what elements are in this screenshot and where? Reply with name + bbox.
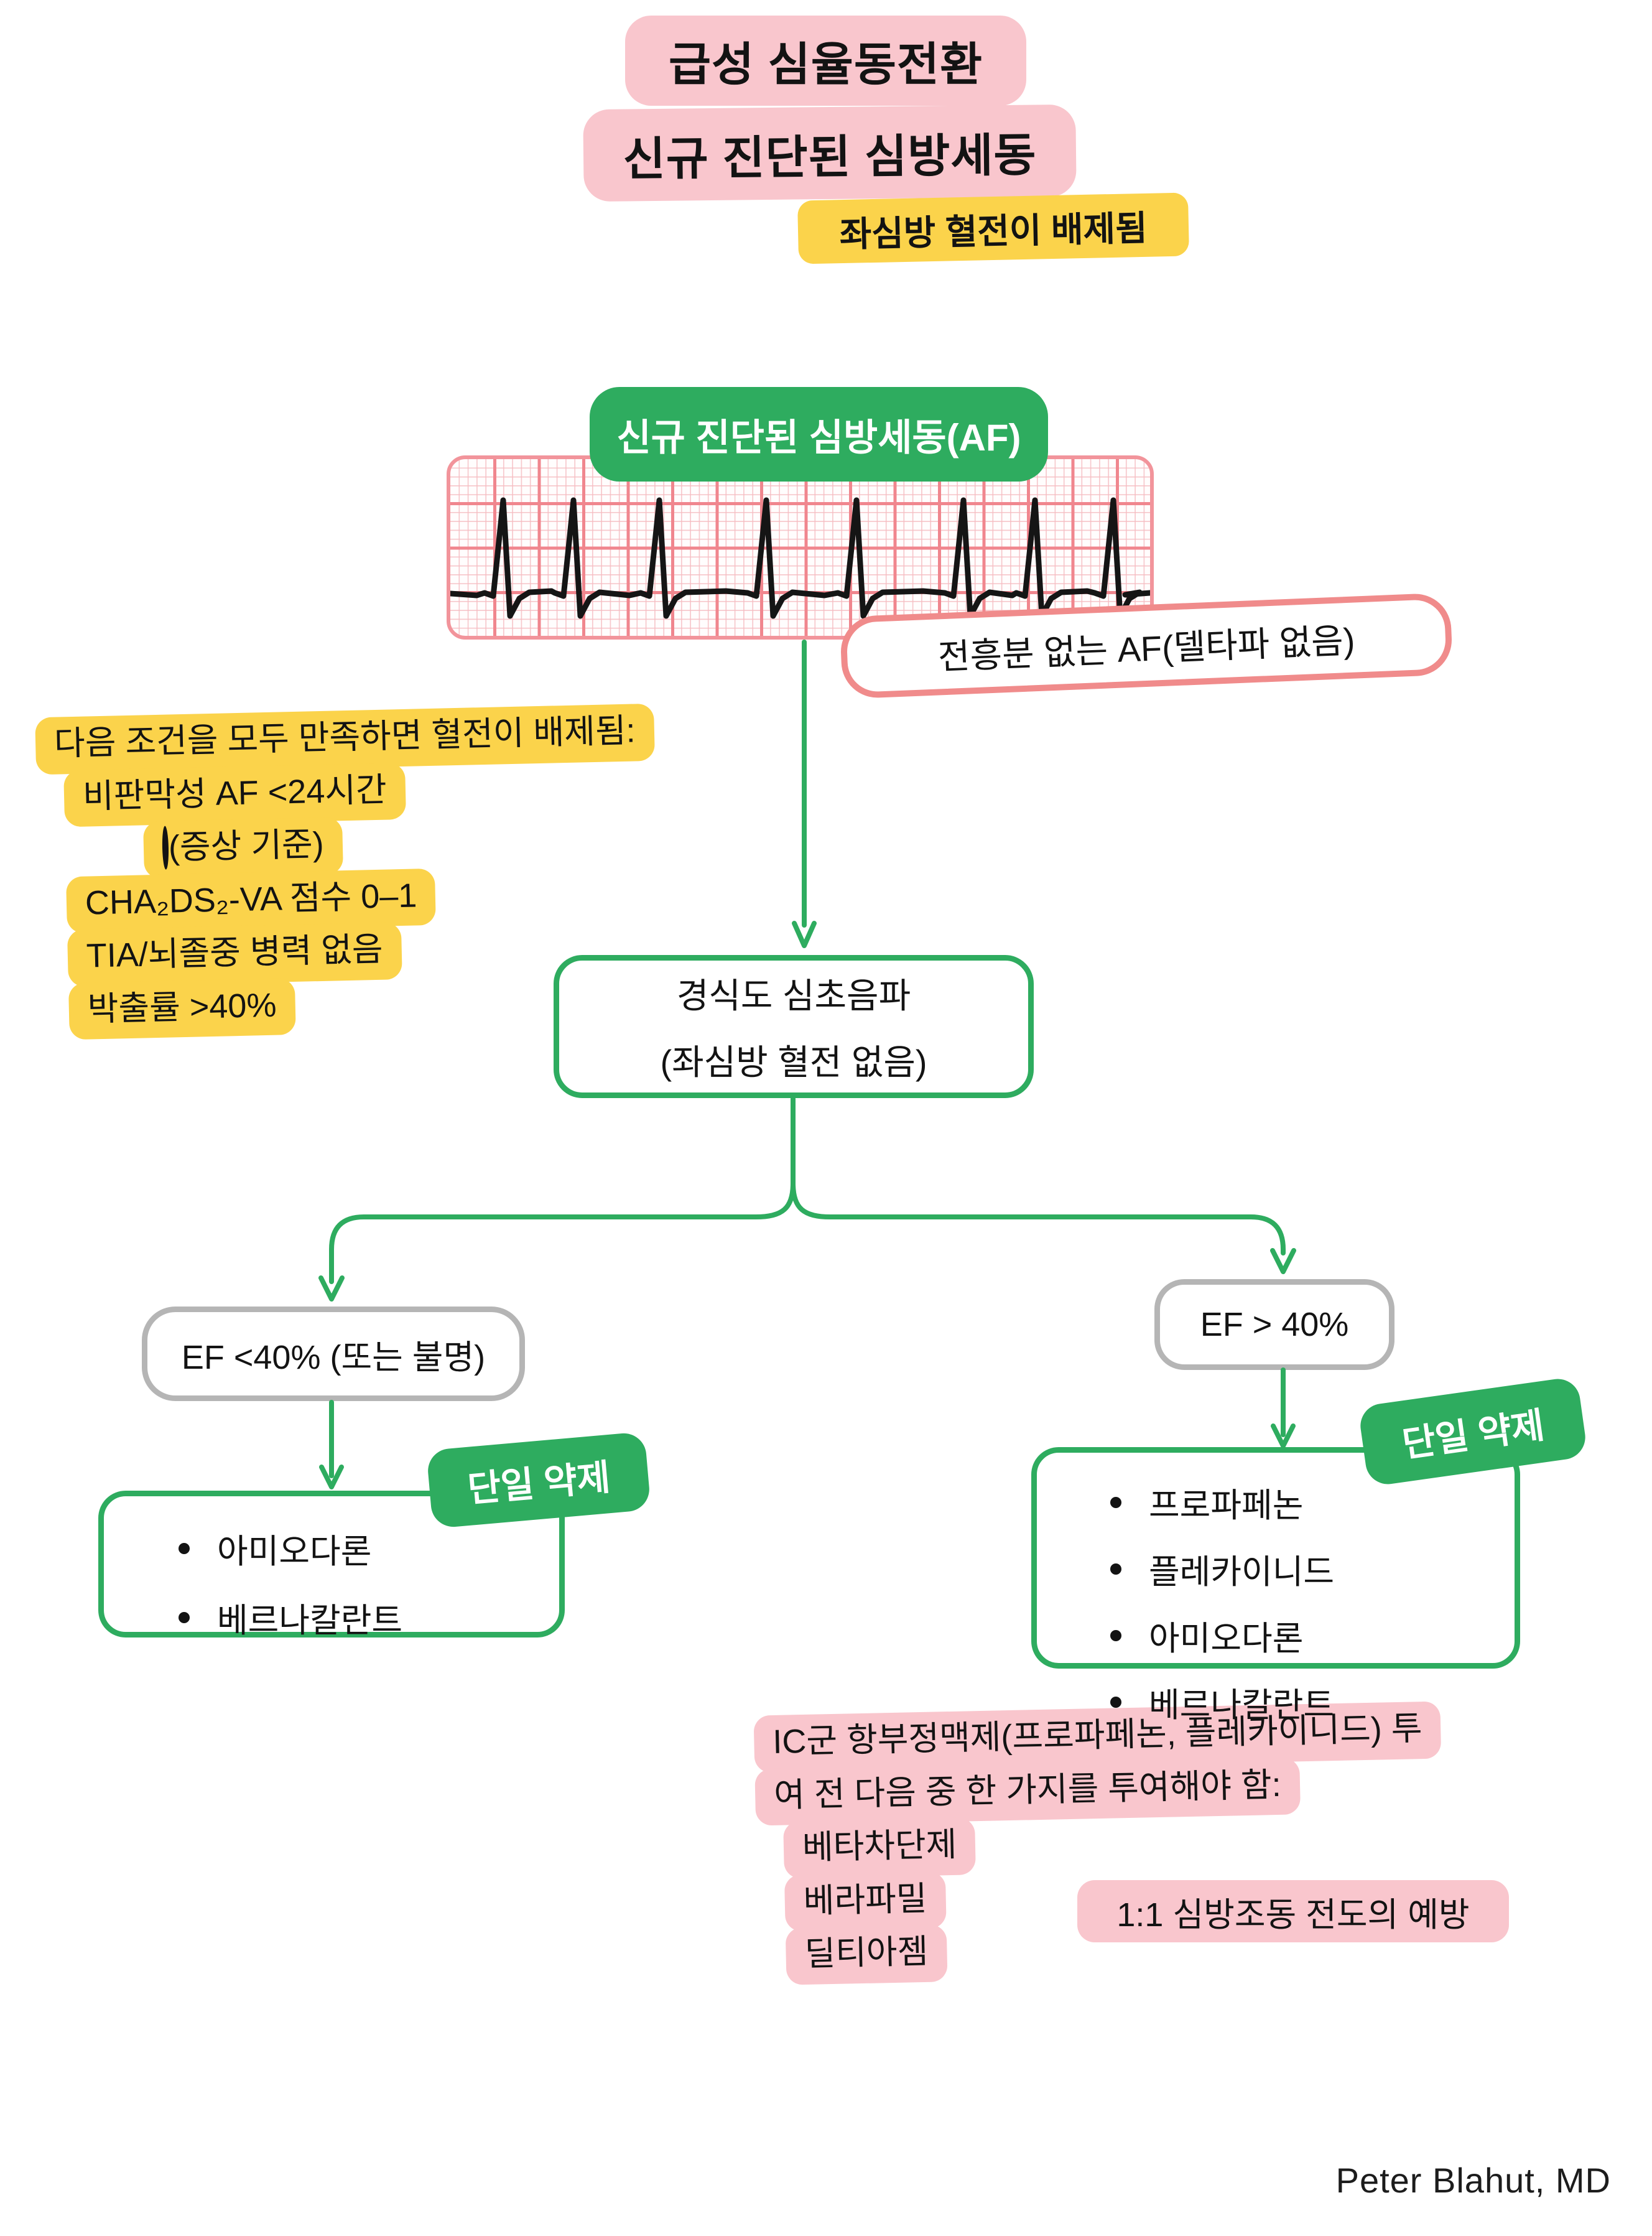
bullet-icon bbox=[179, 1611, 190, 1623]
ic-note-item: 베타차단제 bbox=[783, 1817, 977, 1879]
drug-item: 아미오다론 bbox=[179, 1524, 559, 1573]
drugs-ef-high-box: 프로파페논 플레카이니드 아미오다론 베르나칼란트 bbox=[1031, 1447, 1520, 1724]
bullet-icon bbox=[179, 1542, 190, 1554]
thrombus-excluded-note: 좌심방 혈전이 배제됨 bbox=[797, 192, 1189, 264]
drug-item: 아미오다론 bbox=[1110, 1611, 1515, 1660]
page-subtitle: 신규 진단된 심방세동 bbox=[583, 104, 1077, 202]
single-agent-tag-left: 단일 약제 bbox=[426, 1431, 651, 1529]
ecg-strip bbox=[447, 455, 1154, 640]
ic-antiarrhythmic-note: IC군 항부정맥제(프로파페논, 플레카이니드) 투 여 전 다음 중 한 가지… bbox=[753, 1701, 1446, 1985]
page-title: 급성 심율동전환 bbox=[625, 16, 1026, 106]
connector-af-to-tee bbox=[792, 640, 817, 948]
node-tee: 경식도 심초음파 (좌심방 혈전 없음) bbox=[554, 955, 1034, 1098]
connector-branch-fork bbox=[318, 1096, 1296, 1302]
drug-item: 베르나칼란트 bbox=[1110, 1677, 1515, 1726]
drug-item: 플레카이니드 bbox=[1110, 1544, 1515, 1593]
flutter-prevention-note: 1:1 심방조동 전도의 예방 bbox=[1077, 1880, 1509, 1942]
criteria-item: 박출률 >40% bbox=[68, 977, 296, 1040]
node-ef-low: EF <40% (또는 불명) bbox=[142, 1307, 525, 1401]
criteria-item: TIA/뇌졸중 병력 없음 bbox=[67, 922, 402, 987]
criteria-subitem: (증상 기준) bbox=[143, 817, 343, 878]
ic-note-line2: 여 전 다음 중 한 가지를 투여해야 함: bbox=[754, 1757, 1301, 1826]
bullet-icon bbox=[1110, 1496, 1121, 1508]
connector-efhigh-to-drugs bbox=[1271, 1367, 1296, 1448]
bullet-icon bbox=[1110, 1696, 1121, 1708]
bullet-icon bbox=[1110, 1563, 1121, 1575]
criteria-item: 비판막성 AF <24시간 bbox=[63, 762, 406, 827]
single-agent-tag-right: 단일 약제 bbox=[1357, 1376, 1589, 1488]
node-new-af: 신규 진단된 심방세동(AF) bbox=[590, 387, 1048, 482]
drug-item: 베르나칼란트 bbox=[179, 1593, 559, 1642]
author-credit: Peter Blahut, MD bbox=[1335, 2161, 1611, 2200]
connector-eflow-to-drugs bbox=[319, 1400, 344, 1489]
drug-item: 프로파페논 bbox=[1110, 1478, 1515, 1527]
bullet-icon bbox=[1110, 1629, 1121, 1641]
ic-note-item: 베라파밀 bbox=[784, 1871, 947, 1932]
ic-note-item: 딜티아젬 bbox=[785, 1924, 948, 1985]
ecg-trace-svg bbox=[450, 459, 1150, 636]
tee-line1: 경식도 심초음파 bbox=[676, 976, 911, 1015]
node-ef-high: EF > 40% bbox=[1154, 1279, 1394, 1370]
tee-line2: (좌심방 혈전 없음) bbox=[660, 1043, 927, 1082]
